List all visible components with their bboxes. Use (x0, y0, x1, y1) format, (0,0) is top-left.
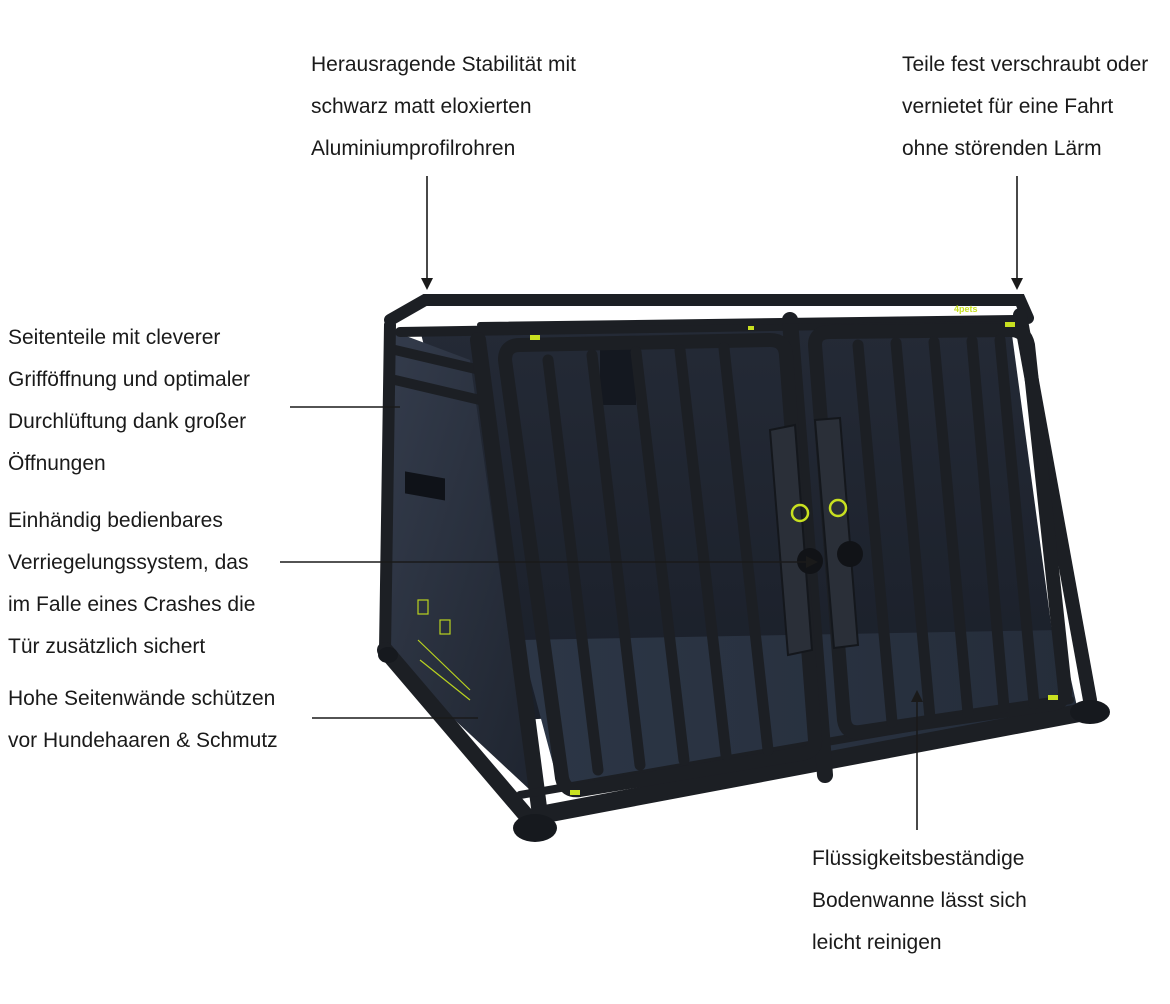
callout-lines (280, 176, 1023, 830)
callout-line: Grifföffnung und optimaler (8, 368, 251, 391)
callout-line: Seitenteile mit cleverer (8, 326, 221, 349)
callout-line: Flüssigkeitsbeständige (812, 847, 1025, 870)
callout-line: im Falle eines Crashes die (8, 593, 256, 616)
side-vent-opening (600, 345, 636, 405)
crate-floor-tray (520, 630, 1080, 790)
side-handle-opening (405, 471, 445, 501)
callout-line: leicht reinigen (812, 931, 942, 954)
callout-line: Herausragende Stabilität mit (311, 53, 576, 76)
callout-line: Bodenwanne lässt sich (812, 889, 1027, 912)
callout-side-walls: Hohe Seitenwände schützen vor Hundehaare… (8, 678, 278, 762)
callout-line: Durchlüftung dank großer (8, 410, 247, 433)
callout-line: Öffnungen (8, 452, 106, 475)
callout-line: Aluminiumprofilrohren (311, 137, 516, 160)
callout-line: vor Hundehaaren & Schmutz (8, 729, 278, 752)
side-wall-print (417, 599, 471, 701)
crate-door-right (807, 322, 1073, 740)
callout-screwed-parts: Teile fest verschraubt oder vernietet fü… (902, 44, 1148, 170)
callout-floor-tray: Flüssigkeitsbeständige Bodenwanne lässt … (812, 838, 1027, 964)
callout-line: vernietet für eine Fahrt (902, 95, 1114, 118)
callout-locking-system: Einhändig bedienbares Verriegelungssyste… (8, 500, 255, 668)
callout-frame-stability: Herausragende Stabilität mit schwarz mat… (311, 44, 576, 170)
callout-line: Hohe Seitenwände schützen (8, 687, 276, 710)
callout-line: Teile fest verschraubt oder (902, 53, 1149, 76)
brand-mark: 4pets (954, 304, 978, 314)
callout-line: Verriegelungssystem, das (8, 551, 249, 574)
crate-door-left (497, 332, 823, 798)
callout-line: schwarz matt eloxierten (311, 95, 532, 118)
callout-line: Tür zusätzlich sichert (8, 635, 206, 658)
callout-side-panels: Seitenteile mit cleverer Grifföffnung un… (8, 317, 250, 485)
callout-line: ohne störenden Lärm (902, 137, 1102, 160)
crate-side-wall (385, 330, 530, 790)
callout-line: Einhändig bedienbares (8, 509, 223, 532)
crate-corner-feet (378, 647, 1110, 842)
locking-mechanism (768, 416, 863, 657)
accent-clips (530, 322, 1058, 795)
